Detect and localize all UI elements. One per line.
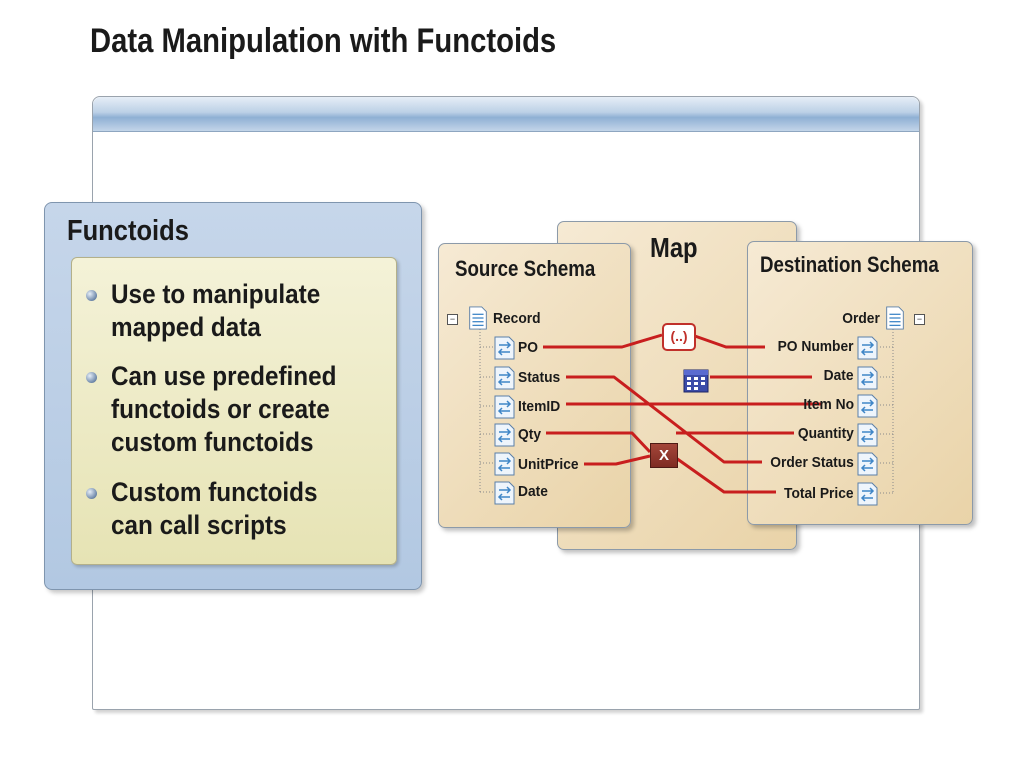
destination-field-date[interactable]: Date	[824, 367, 854, 384]
source-field-itemid[interactable]: ItemID	[494, 395, 604, 419]
destination-field-order-status[interactable]: Order Status	[770, 454, 854, 471]
multiply-functoid-icon[interactable]: X	[650, 443, 678, 468]
field-label: PO	[518, 339, 538, 356]
string-functoid-icon[interactable]: (..)	[662, 323, 696, 351]
field-label: Qty	[518, 426, 542, 443]
destination-schema-title: Destination Schema	[760, 252, 939, 277]
field-icon	[857, 366, 878, 390]
bullet-icon	[86, 290, 97, 301]
field-label: Date	[518, 483, 548, 500]
field-label: ItemID	[518, 398, 561, 415]
date-functoid-icon[interactable]	[683, 369, 709, 393]
bullet-icon	[86, 372, 97, 383]
bullet-text: Custom functoids can call scripts	[111, 477, 318, 540]
destination-field-po-number[interactable]: PO Number	[778, 338, 854, 355]
field-label: Status	[518, 369, 561, 386]
source-schema-title: Source Schema	[455, 256, 596, 281]
frame-title-bar	[93, 97, 919, 132]
bullet-item: Custom functoids can call scripts	[86, 476, 391, 542]
bullet-item: Use to manipulate mapped data	[86, 278, 391, 344]
functoids-panel: Functoids Use to manipulate mapped data …	[44, 202, 422, 590]
destination-field-item-no[interactable]: Item No	[803, 396, 854, 413]
source-field-qty[interactable]: Qty	[494, 423, 604, 447]
field-icon	[494, 452, 515, 476]
destination-root-label: Order	[842, 310, 880, 327]
bullet-icon	[86, 488, 97, 499]
collapse-record-icon[interactable]: −	[447, 314, 458, 325]
field-icon	[857, 452, 878, 476]
field-icon	[494, 481, 515, 505]
document-icon	[469, 306, 487, 330]
source-field-unitprice[interactable]: UnitPrice	[494, 452, 604, 476]
field-icon	[857, 394, 878, 418]
field-icon	[857, 336, 878, 360]
source-field-po[interactable]: PO	[494, 336, 604, 360]
field-icon	[494, 423, 515, 447]
map-title: Map	[650, 232, 698, 263]
field-icon	[494, 395, 515, 419]
bullet-text: Use to manipulate mapped data	[111, 279, 321, 342]
slide-title: Data Manipulation with Functoids	[90, 22, 557, 60]
destination-field-quantity[interactable]: Quantity	[798, 425, 854, 442]
bullet-item: Can use predefined functoids or create c…	[86, 360, 391, 459]
collapse-order-icon[interactable]: −	[914, 314, 925, 325]
field-icon	[494, 366, 515, 390]
field-icon	[857, 423, 878, 447]
field-label: UnitPrice	[518, 456, 579, 473]
source-root-label: Record	[493, 310, 541, 327]
bullet-text: Can use predefined functoids or create c…	[111, 361, 337, 457]
field-icon	[494, 336, 515, 360]
document-icon	[886, 306, 904, 330]
functoids-heading: Functoids	[67, 215, 189, 247]
source-field-status[interactable]: Status	[494, 366, 604, 390]
functoids-bullet-box: Use to manipulate mapped data Can use pr…	[71, 257, 397, 565]
field-icon	[857, 482, 878, 506]
destination-field-total-price[interactable]: Total Price	[784, 485, 854, 502]
source-field-date[interactable]: Date	[494, 481, 604, 505]
